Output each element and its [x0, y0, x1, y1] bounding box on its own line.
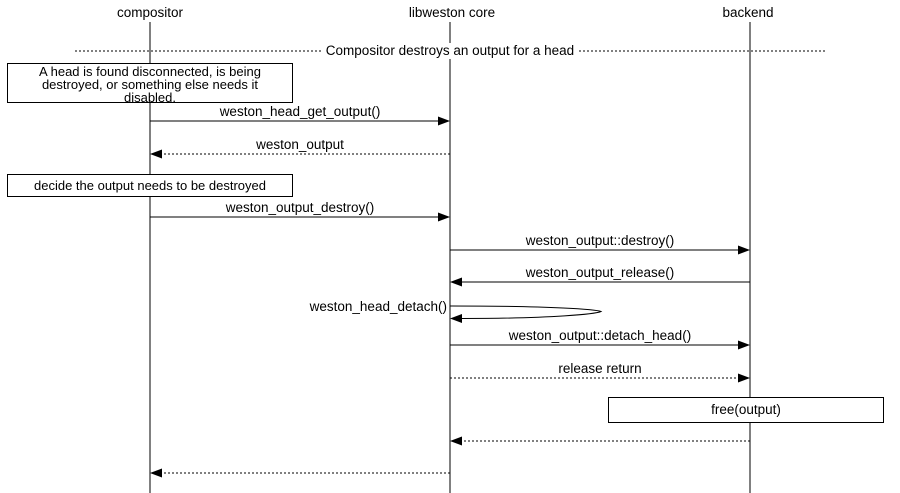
actor-label-backend: backend	[722, 5, 774, 20]
arrowhead-core-return	[150, 468, 162, 478]
arrowhead-weston-output-destroy	[438, 212, 450, 222]
arrowhead-weston-output-return	[150, 149, 162, 159]
divider-caption: Compositor destroys an output for a head	[321, 43, 579, 59]
arrowhead-weston-head-get-output	[438, 116, 450, 126]
message-label-release-return: release return	[558, 361, 642, 376]
note-head-disconnected: A head is found disconnected, is being d…	[7, 63, 293, 105]
message-label-weston-output-release: weston_output_release()	[525, 265, 675, 280]
arrowhead-backend-return	[450, 436, 462, 446]
note-decide-destroy: decide the output needs to be destroyed	[7, 174, 293, 197]
message-label-weston-output: weston_output	[256, 137, 344, 152]
message-label-weston-output-detach-head: weston_output::detach_head()	[508, 328, 692, 343]
message-label-weston-head-get-output: weston_head_get_output()	[219, 104, 381, 119]
note-free-output: free(output)	[608, 397, 884, 423]
message-label-weston-head-detach: weston_head_detach()	[309, 299, 447, 314]
message-label-weston-output-destroy-vfunc: weston_output::destroy()	[525, 233, 675, 248]
arrowhead-weston-output-detach-head	[738, 340, 750, 350]
arrowhead-release-return	[738, 373, 750, 383]
note-line: disabled.	[123, 90, 177, 105]
arrowhead-weston-output-release	[450, 277, 462, 287]
arrowhead-weston-head-detach	[450, 314, 462, 323]
arrowhead-weston-output-destroy-vfunc	[738, 245, 750, 255]
message-label-weston-output-destroy: weston_output_destroy()	[225, 200, 375, 215]
note-line: destroyed, or something else needs it	[41, 77, 259, 92]
actor-label-libweston-core: libweston core	[408, 5, 496, 20]
note-line: A head is found disconnected, is being	[39, 64, 261, 79]
actor-label-compositor: compositor	[116, 5, 184, 20]
arrow-weston-head-detach-selfloop	[449, 305, 603, 319]
